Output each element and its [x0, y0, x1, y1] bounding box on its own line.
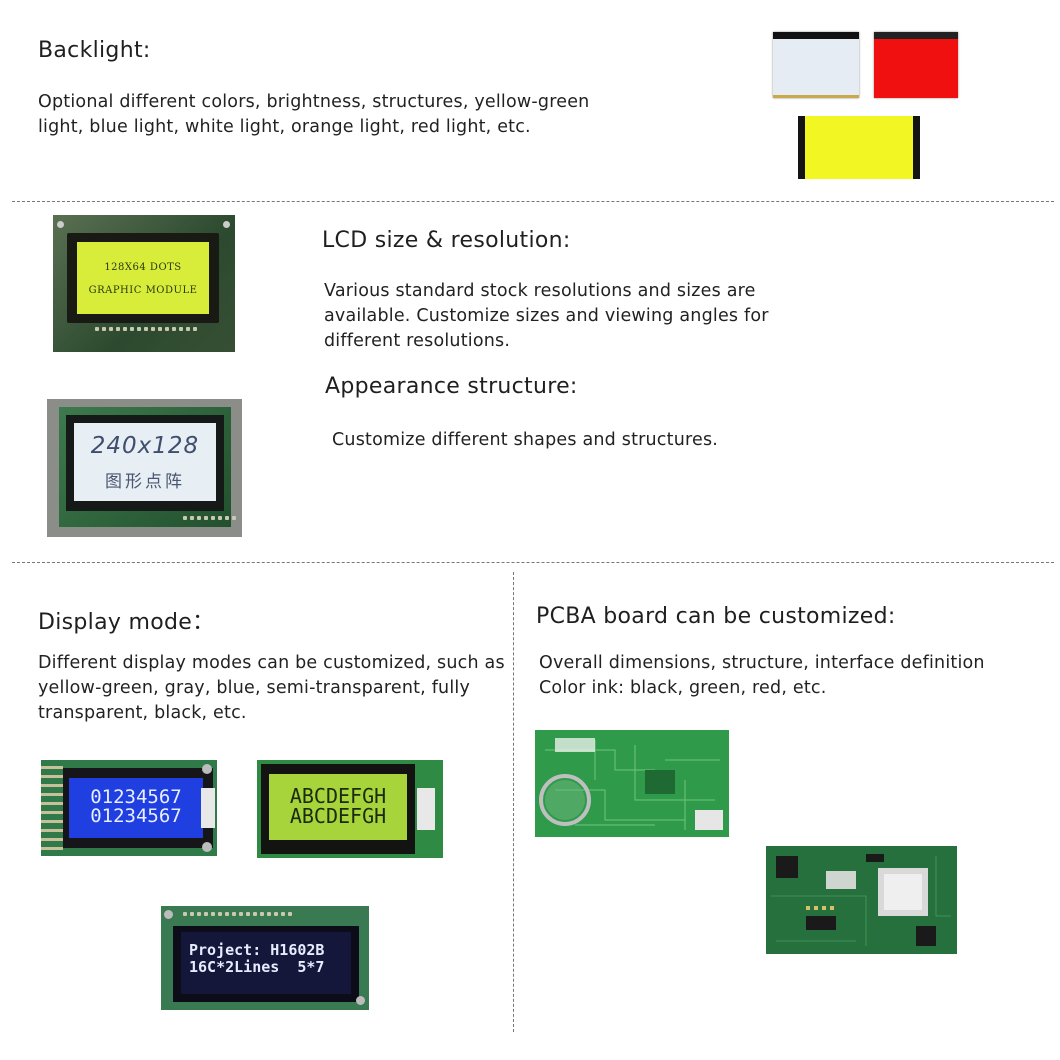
lcd-240x128-line2: 图形点阵 [105, 472, 185, 492]
pcba-description-line1: Overall dimensions, structure, interface… [539, 653, 985, 673]
lcd-size-title: LCD size & resolution: [322, 228, 571, 253]
display-mode-description: Different display modes can be customize… [38, 653, 505, 723]
appearance-title: Appearance structure: [325, 374, 578, 399]
lcd-240x128-module-image: 240x128 图形点阵 [47, 399, 242, 537]
lcd-128x64-line2: GRAPHIC MODULE [88, 285, 198, 296]
lcd-black-line2: 16C*2Lines 5*7 [189, 958, 325, 976]
appearance-description: Customize different shapes and structure… [332, 430, 719, 450]
lcd-blue-line1: 01234567 [90, 786, 182, 808]
lcd-black-line1: Project: H1602B [189, 941, 325, 959]
lcd-128x64-line1: 128X64 DOTS [104, 262, 182, 273]
lcd-green-line1: ABCDEFGH [289, 784, 387, 808]
display-mode-title: Display mode： [38, 610, 215, 635]
backlight-samples [770, 32, 970, 182]
lcd-black-module-image: Project: H1602B 16C*2Lines 5*7 [161, 906, 369, 1010]
lcd-green-module-image: ABCDEFGH ABCDEFGH [257, 760, 443, 858]
lcd-green-line2: ABCDEFGH [289, 804, 387, 828]
lcd-size-description: Various standard stock resolutions and s… [324, 281, 769, 351]
pcb-dark-board-image [766, 846, 957, 954]
column-divider [513, 572, 514, 1032]
section-divider [12, 562, 1054, 563]
backlight-white-sample [773, 32, 859, 98]
lcd-blue-module-image: 01234567 01234567 [41, 760, 217, 856]
pcba-description-line2: Color ink: black, green, red, etc. [539, 678, 827, 698]
section-divider [12, 201, 1054, 202]
backlight-red-sample [874, 32, 958, 98]
lcd-blue-line2: 01234567 [90, 805, 182, 827]
pcba-title: PCBA board can be customized: [536, 604, 896, 629]
lcd-128x64-module-image: 128X64 DOTS GRAPHIC MODULE [53, 215, 235, 352]
backlight-yellow-sample [798, 116, 920, 179]
backlight-description: Optional different colors, brightness, s… [38, 92, 590, 137]
lcd-240x128-line1: 240x128 [90, 433, 200, 459]
pcb-green-board-image [535, 730, 729, 837]
backlight-title: Backlight: [38, 38, 151, 63]
